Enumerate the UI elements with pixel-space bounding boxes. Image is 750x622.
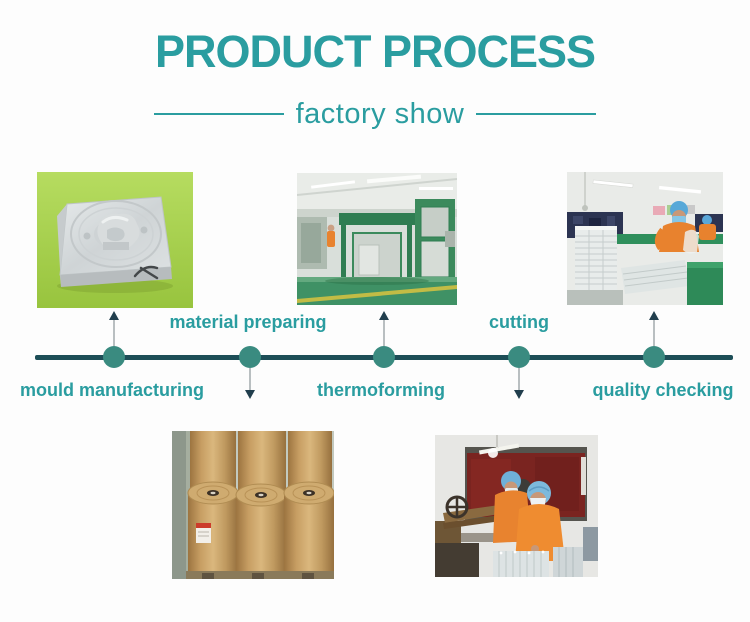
step-label-mould-manufacturing: mould manufacturing	[20, 380, 204, 400]
material-rolls-illustration	[172, 431, 334, 579]
step-label-quality-checking: quality checking	[592, 380, 734, 400]
step-label-material-preparing: material preparing	[169, 312, 327, 332]
arrow-down-icon-2	[245, 390, 255, 399]
arrow-up-stem-1	[113, 319, 115, 346]
arrow-down-stem-2	[249, 368, 251, 391]
timeline-dot-2	[239, 346, 261, 368]
arrow-down-stem-4	[518, 368, 520, 391]
material-rolls-photo	[172, 431, 334, 579]
mould-logo-mark	[133, 265, 159, 280]
arrow-up-icon-1	[109, 311, 119, 320]
step-label-cutting: cutting	[489, 312, 549, 332]
quality-checking-photo	[567, 172, 723, 305]
timeline-dot-5	[643, 346, 665, 368]
arrow-up-stem-3	[383, 319, 385, 346]
arrow-up-stem-5	[653, 319, 655, 346]
page-title: PRODUCT PROCESS	[154, 26, 596, 77]
arrow-down-icon-4	[514, 390, 524, 399]
timeline-dot-1	[103, 346, 125, 368]
subtitle-row: factory show	[0, 96, 750, 132]
timeline-dot-4	[508, 346, 530, 368]
subtitle-right-rule	[476, 113, 597, 115]
arrow-up-icon-3	[379, 311, 389, 320]
quality-checking-illustration	[567, 172, 723, 305]
page-subtitle: factory show	[295, 97, 465, 130]
cutting-illustration	[435, 435, 598, 577]
mould-photo	[37, 172, 193, 308]
timeline-dot-3	[373, 346, 395, 368]
cutting-photo	[435, 435, 598, 577]
mould-illustration	[37, 172, 193, 308]
thermoforming-photo	[297, 173, 457, 305]
subtitle-left-rule	[153, 113, 284, 115]
arrow-up-icon-5	[649, 311, 659, 320]
step-label-thermoforming: thermoforming	[317, 380, 445, 400]
thermoforming-illustration	[297, 173, 457, 305]
